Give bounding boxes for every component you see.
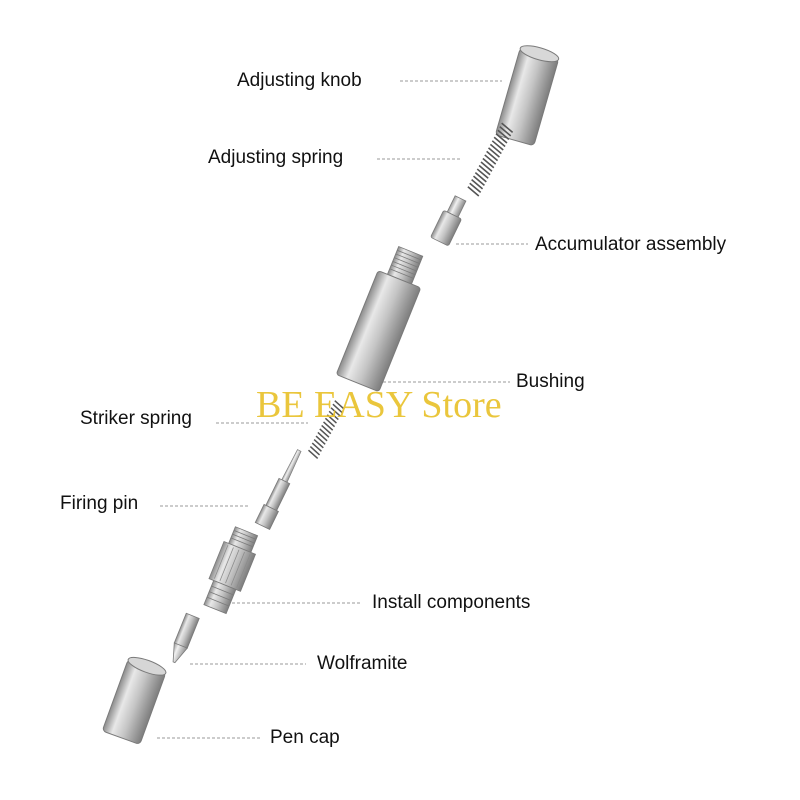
- pen-cap-part: [102, 656, 167, 744]
- label-wolframite: Wolframite: [317, 653, 408, 674]
- label-firing-pin: Firing pin: [60, 493, 139, 514]
- label-adjusting-knob: Adjusting knob: [237, 70, 362, 91]
- install-components-part: [203, 526, 259, 615]
- adjusting-spring-part: [467, 122, 514, 197]
- label-install-components: Install components: [372, 592, 531, 613]
- striker-spring-part: [307, 400, 345, 459]
- label-accumulator-assembly: Accumulator assembly: [535, 234, 727, 255]
- store-watermark: BE EASY Store: [256, 384, 502, 426]
- label-bushing: Bushing: [516, 371, 585, 392]
- adjusting-knob-part: [495, 45, 560, 146]
- firing-pin-part: [254, 449, 302, 530]
- bushing-part: [336, 245, 424, 392]
- wolframite-part: [172, 612, 200, 664]
- leader-lines: [157, 80, 528, 739]
- accumulator-assembly-part: [430, 195, 467, 246]
- label-striker-spring: Striker spring: [80, 408, 192, 429]
- label-adjusting-spring: Adjusting spring: [208, 147, 344, 168]
- label-pen-cap: Pen cap: [270, 727, 340, 748]
